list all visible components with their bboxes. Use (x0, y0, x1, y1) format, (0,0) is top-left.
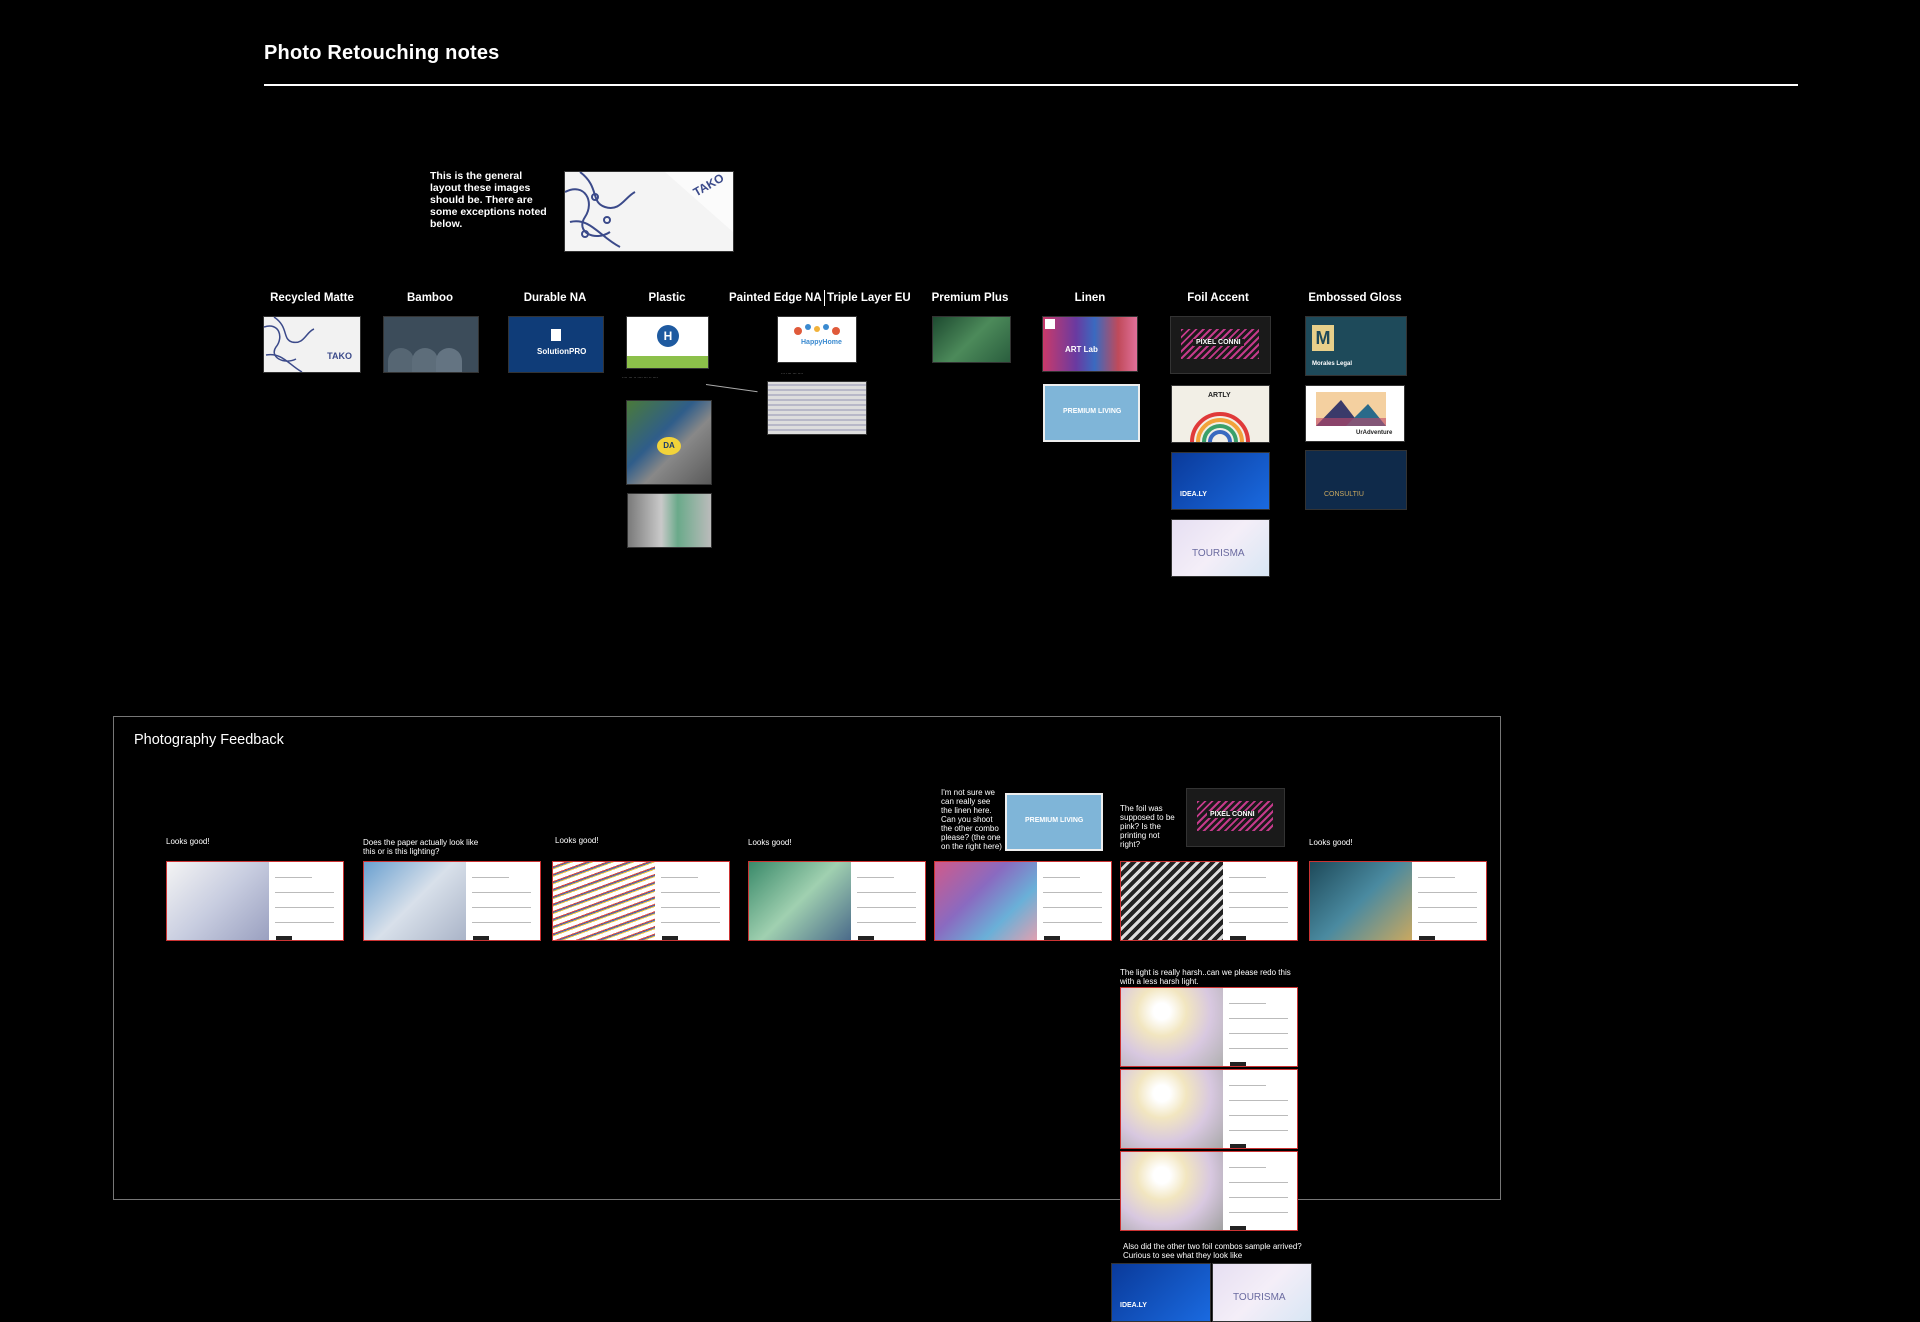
card-linen-artlab[interactable]: ART Lab (1042, 316, 1138, 372)
feedback-shot-harsh-3[interactable] (1120, 1151, 1298, 1231)
plastic-small-note: ···· ··· ·· ···· ··· ·· ···· (622, 375, 658, 380)
feedback-note-3: Looks good! (555, 836, 599, 845)
card-plastic-photo-1[interactable]: DA (626, 400, 712, 485)
col-embossed-gloss: Embossed Gloss (1308, 292, 1402, 304)
card-brand-label: PREMIUM LIVING (1063, 408, 1122, 415)
card-brand-label: ART Lab (1065, 345, 1098, 354)
card-durable-na[interactable]: SolutionPRO (508, 316, 604, 373)
card-brand-label: PIXEL CONNI (1193, 339, 1244, 346)
card-triple-layer[interactable] (767, 381, 867, 435)
feedback-note-6: The foil was supposed to be pink? Is the… (1120, 804, 1175, 849)
card-brand-label: ARTLY (1208, 392, 1231, 399)
card-painted-edge[interactable]: HappyHome (777, 316, 857, 363)
col-painted-edge-na: Painted Edge NA (729, 292, 822, 304)
card-brand-label: TAKO (327, 351, 352, 361)
feedback-note-8: The light is really harsh..can we please… (1120, 968, 1291, 986)
card-foil-idealy[interactable]: IDEA.LY (1171, 452, 1270, 510)
feedback-note-2: Does the paper actually look like this o… (363, 838, 479, 856)
card-brand-label: UrAdventure (1356, 430, 1393, 436)
feedback-shot-1[interactable] (166, 861, 344, 941)
col-foil-accent: Foil Accent (1187, 292, 1249, 304)
col-durable-na: Durable NA (523, 292, 587, 304)
card-plastic[interactable]: H (626, 316, 709, 369)
card-foil-pixel[interactable]: PIXEL CONNI (1170, 316, 1271, 374)
feedback-shot-7[interactable] (1309, 861, 1487, 941)
intro-note: This is the general layout these images … (430, 170, 547, 230)
logo-letter: M (1312, 325, 1334, 351)
octopus-illustration (264, 317, 315, 372)
feedback-shot-6[interactable] (1120, 861, 1298, 941)
logo-icon (1045, 319, 1055, 329)
bottom-card-tourisma[interactable]: TOURISMA (1212, 1263, 1312, 1322)
feedback-ref-premium-living[interactable]: PREMIUM LIVING (1005, 793, 1103, 851)
feedback-shot-harsh-1[interactable] (1120, 987, 1298, 1067)
feedback-note-5: I'm not sure we can really see the linen… (941, 788, 1002, 851)
card-foil-tourisma[interactable]: TOURISMA (1171, 519, 1270, 577)
feedback-title: Photography Feedback (134, 732, 284, 748)
card-brand-label: IDEA.LY (1180, 491, 1207, 498)
card-recycled-matte[interactable]: TAKO (263, 316, 361, 373)
card-premium-plus[interactable] (932, 316, 1011, 363)
card-embossed-consultiu[interactable]: CONSULTIU (1305, 450, 1407, 510)
bottom-card-idealy[interactable]: IDEA.LY (1111, 1263, 1211, 1322)
card-embossed-morales[interactable]: M Morales Legal (1305, 316, 1407, 376)
card-brand-label: PREMIUM LIVING (1025, 817, 1084, 824)
col-bamboo: Bamboo (407, 292, 453, 304)
connector-arrow (705, 384, 758, 393)
mountain-illustration (1316, 392, 1386, 426)
feedback-shot-harsh-2[interactable] (1120, 1069, 1298, 1149)
card-brand-label: PIXEL CONNI (1207, 811, 1258, 818)
card-linen-premium-living[interactable]: PREMIUM LIVING (1043, 384, 1140, 442)
col-recycled-matte: Recycled Matte (270, 292, 354, 304)
col-triple-layer-eu: Triple Layer EU (827, 292, 911, 304)
title-divider (264, 84, 1798, 86)
feedback-note-4: Looks good! (748, 838, 792, 847)
feedback-shot-2[interactable] (363, 861, 541, 941)
sample-card-image[interactable]: TAKO (564, 171, 734, 252)
card-foil-artly[interactable]: ARTLY (1171, 385, 1270, 443)
col-linen: Linen (1074, 292, 1106, 304)
card-brand-label: IDEA.LY (1120, 1302, 1147, 1309)
feedback-frame (113, 716, 1501, 1200)
feedback-shot-3[interactable] (552, 861, 730, 941)
card-brand-label: Morales Legal (1312, 361, 1353, 367)
logo-badge: DA (657, 437, 681, 455)
feedback-shot-5[interactable] (934, 861, 1112, 941)
card-brand-label: TOURISMA (1192, 548, 1245, 559)
logo-icon (551, 329, 561, 341)
card-brand-label: CONSULTIU (1324, 491, 1364, 498)
card-plastic-photo-2[interactable] (627, 493, 712, 548)
card-brand-label: SolutionPRO (537, 347, 587, 356)
logo-letter: H (657, 325, 679, 347)
feedback-note-1: Looks good! (166, 837, 210, 846)
feedback-ref-pixel[interactable]: PIXEL CONNI (1186, 788, 1285, 847)
floral-illustration (794, 324, 840, 335)
card-embossed-uradventure[interactable]: UrAdventure (1305, 385, 1405, 442)
col-divider (824, 290, 825, 306)
feedback-shot-4[interactable] (748, 861, 926, 941)
page-title: Photo Retouching notes (264, 42, 500, 64)
col-plastic: Plastic (648, 292, 686, 304)
painted-edge-small-note: ··· ···· ··· ···· (781, 371, 803, 376)
feedback-note-7: Looks good! (1309, 838, 1353, 847)
rainbow-illustration (1190, 412, 1250, 442)
card-bamboo[interactable] (383, 316, 479, 373)
card-brand-label: HappyHome (801, 339, 842, 346)
octopus-illustration (565, 172, 733, 248)
card-brand-label: TOURISMA (1233, 1292, 1286, 1303)
feedback-note-9: Also did the other two foil combos sampl… (1123, 1242, 1302, 1260)
col-premium-plus: Premium Plus (931, 292, 1009, 304)
